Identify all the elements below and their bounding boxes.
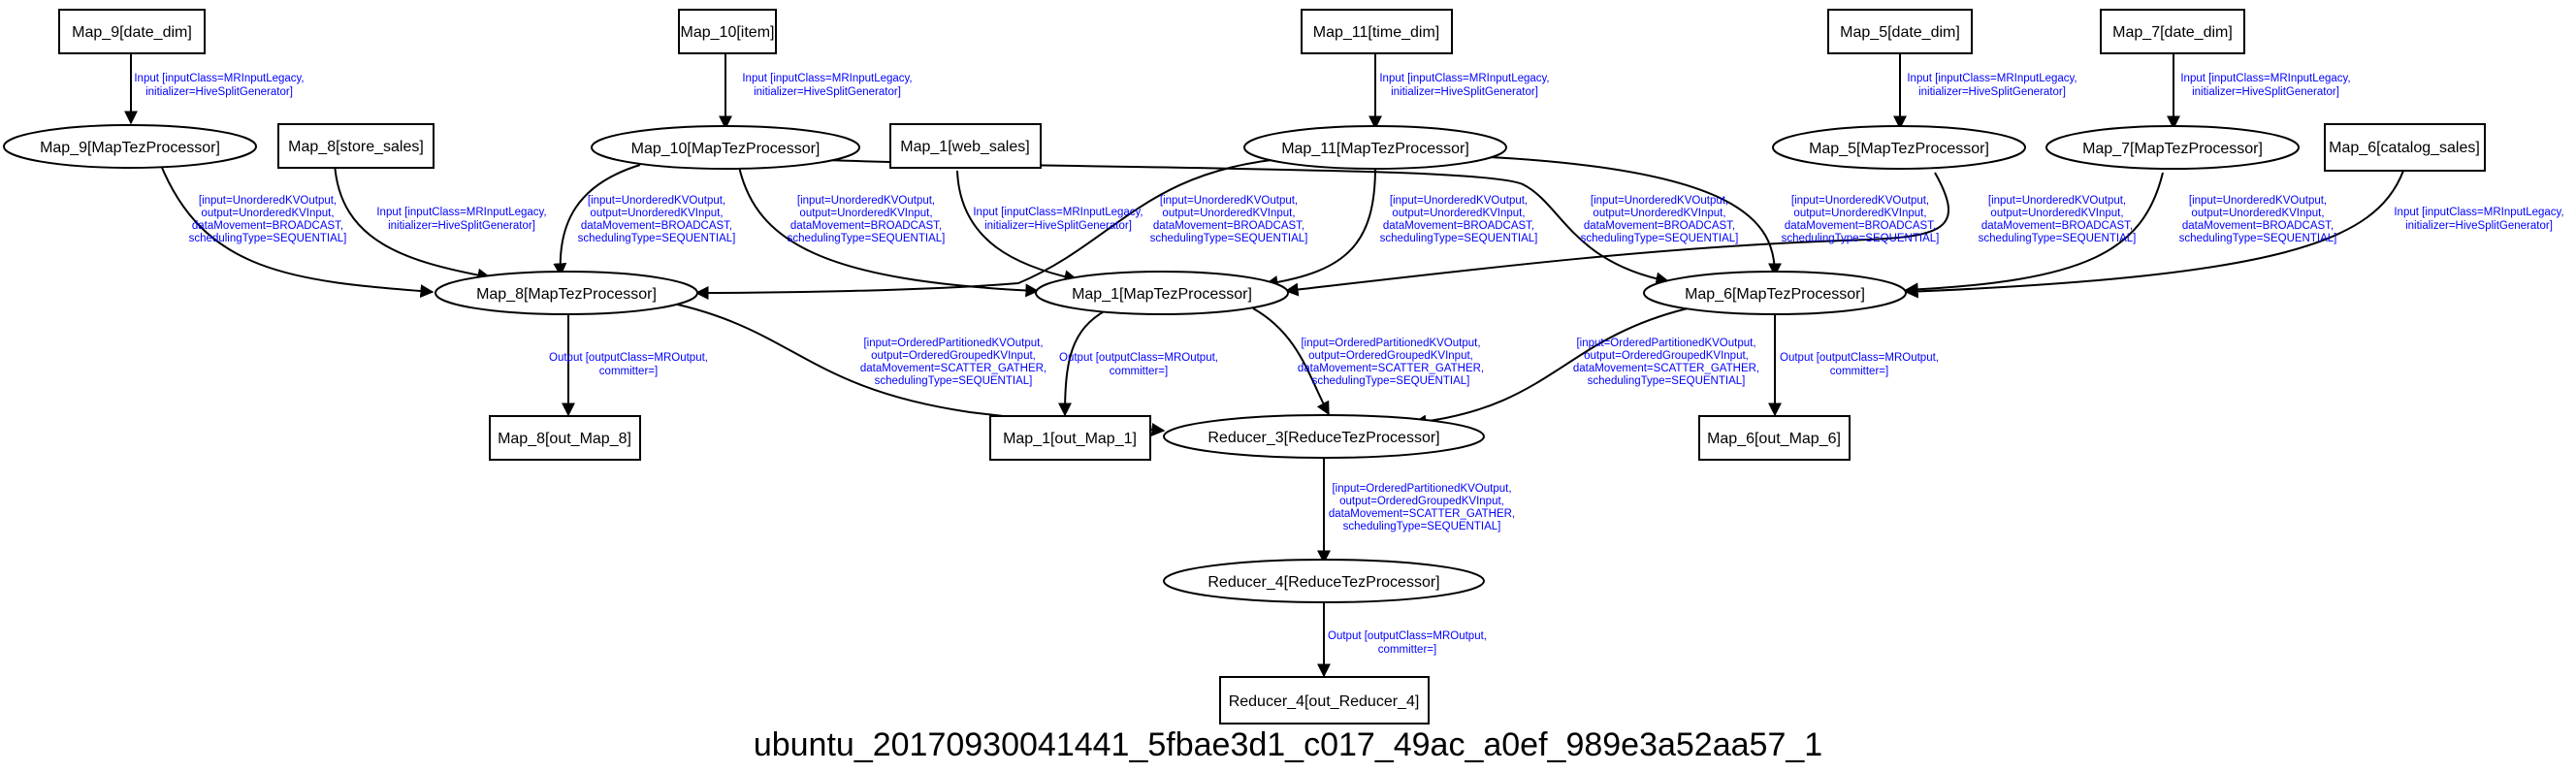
- node-label: Map_1[web_sales]: [900, 139, 1029, 155]
- node-map8-store-sales[interactable]: Map_8[store_sales]: [277, 123, 435, 169]
- edge-label-map10-input: Input [inputClass=MRInputLegacy,initiali…: [742, 73, 912, 98]
- edge-label-map7-to-map6: [input=UnorderedKVOutput,output=Unordere…: [2179, 195, 2337, 244]
- edge-map5-to-map1: [1284, 172, 1950, 297]
- node-reducer3-proc[interactable]: Reducer_3[ReduceTezProcessor]: [1163, 414, 1485, 459]
- node-label: Reducer_4[out_Reducer_4]: [1229, 693, 1420, 710]
- node-label: Map_5[date_dim]: [1840, 24, 1960, 41]
- node-label: Map_8[out_Map_8]: [498, 431, 631, 447]
- edge-label-map10-to-map1: [input=UnorderedKVOutput,output=Unordere…: [788, 195, 946, 244]
- node-map10-item[interactable]: Map_10[item]: [678, 9, 777, 54]
- node-map10-proc[interactable]: Map_10[MapTezProcessor]: [591, 125, 860, 170]
- node-label: Reducer_3[ReduceTezProcessor]: [1208, 430, 1439, 446]
- edge-label-map11-input: Input [inputClass=MRInputLegacy,initiali…: [1379, 73, 1549, 98]
- edge-label-reducer3-to-reducer4: [input=OrderedPartitionedKVOutput,output…: [1329, 483, 1515, 532]
- node-map6-out[interactable]: Map_6[out_Map_6]: [1698, 415, 1851, 461]
- node-label: Map_5[MapTezProcessor]: [1809, 141, 1989, 157]
- edge-map6-to-reducer3: [1412, 307, 1689, 429]
- node-label: Map_8[store_sales]: [288, 139, 424, 155]
- node-map6-proc[interactable]: Map_6[MapTezProcessor]: [1643, 271, 1907, 315]
- edge-label-map9-to-map8: [input=UnorderedKVOutput,output=Unordere…: [189, 195, 347, 244]
- node-map9-date-dim[interactable]: Map_9[date_dim]: [58, 9, 206, 54]
- node-label: Map_6[catalog_sales]: [2329, 140, 2480, 156]
- edge-map10-to-map1: [738, 166, 1040, 298]
- edge-label-map10-to-map6: [input=UnorderedKVOutput,output=Unordere…: [1581, 195, 1739, 244]
- node-label: Map_9[date_dim]: [72, 24, 192, 41]
- nodes: Map_9[date_dim] Map_10[item] Map_11[time…: [3, 9, 2486, 725]
- node-label: Map_1[MapTezProcessor]: [1072, 286, 1252, 303]
- edge-label-map7-input: Input [inputClass=MRInputLegacy,initiali…: [2180, 73, 2350, 98]
- node-label: Map_9[MapTezProcessor]: [40, 140, 220, 156]
- graph-title: ubuntu_20170930041441_5fbae3d1_c017_49ac…: [754, 726, 1822, 763]
- edges: [124, 54, 2404, 678]
- edge-label-map11-to-map8: [input=UnorderedKVOutput,output=Unordere…: [1150, 195, 1308, 244]
- node-label: Map_11[MapTezProcessor]: [1281, 141, 1469, 157]
- edge-map7-to-map6: [1904, 172, 2164, 297]
- edge-map6-catalog-sales-to-map6: [1904, 170, 2404, 299]
- node-map8-out[interactable]: Map_8[out_Map_8]: [489, 415, 641, 461]
- edge-map8-store-sales-to-map8: [334, 162, 492, 282]
- edge-map9-to-map8: [159, 162, 435, 299]
- node-label: Map_10[item]: [681, 24, 775, 41]
- edge-label-map1-output: Output [outputClass=MROutput,committer=]: [1059, 352, 1218, 377]
- edge-label-map6-catalog-sales-input: Input [inputClass=MRInputLegacy,initiali…: [2394, 207, 2563, 232]
- node-label: Map_6[MapTezProcessor]: [1685, 286, 1865, 303]
- edge-label-map8-to-reducer3: [input=OrderedPartitionedKVOutput,output…: [860, 338, 1046, 387]
- edge-label-map1-to-reducer3: [input=OrderedPartitionedKVOutput,output…: [1298, 338, 1484, 387]
- edge-labels: Input [inputClass=MRInputLegacy,initiali…: [134, 73, 2563, 656]
- edge-label-reducer4-output: Output [outputClass=MROutput,committer=]: [1328, 630, 1487, 656]
- node-label: Map_8[MapTezProcessor]: [476, 286, 657, 303]
- edge-map1-to-reducer3: [1252, 307, 1330, 416]
- node-label: Map_11[time_dim]: [1313, 24, 1439, 41]
- edge-label-map11-to-map1: [input=UnorderedKVOutput,output=Unordere…: [1380, 195, 1538, 244]
- edge-label-map10-to-map8: [input=UnorderedKVOutput,output=Unordere…: [578, 195, 736, 244]
- edge-label-map11-to-map6: [input=UnorderedKVOutput,output=Unordere…: [1782, 195, 1940, 244]
- edge-map1-web-sales-to-map1: [956, 170, 1079, 284]
- node-map5-proc[interactable]: Map_5[MapTezProcessor]: [1772, 125, 2026, 170]
- node-label: Map_7[MapTezProcessor]: [2082, 141, 2263, 157]
- edge-label-map6-output: Output [outputClass=MROutput,committer=]: [1780, 352, 1939, 377]
- node-map9-proc[interactable]: Map_9[MapTezProcessor]: [3, 124, 257, 169]
- node-map8-proc[interactable]: Map_8[MapTezProcessor]: [435, 271, 698, 315]
- node-map1-web-sales[interactable]: Map_1[web_sales]: [889, 123, 1042, 169]
- node-reducer4-proc[interactable]: Reducer_4[ReduceTezProcessor]: [1163, 559, 1485, 603]
- node-label: Map_10[MapTezProcessor]: [631, 141, 821, 157]
- edge-map11-to-map6: [1444, 154, 1782, 277]
- node-map11-time-dim[interactable]: Map_11[time_dim]: [1301, 9, 1453, 54]
- node-label: Reducer_4[ReduceTezProcessor]: [1208, 574, 1439, 591]
- node-map5-date-dim[interactable]: Map_5[date_dim]: [1827, 9, 1973, 54]
- node-label: Map_7[date_dim]: [2112, 24, 2233, 41]
- node-reducer4-out[interactable]: Reducer_4[out_Reducer_4]: [1219, 676, 1430, 725]
- edge-label-map5-input: Input [inputClass=MRInputLegacy,initiali…: [1907, 73, 2077, 98]
- edge-map1-to-out: [1058, 309, 1107, 417]
- edge-map11-to-map1: [1264, 166, 1376, 290]
- node-map1-proc[interactable]: Map_1[MapTezProcessor]: [1035, 271, 1289, 315]
- edge-label-map8-store-sales-input: Input [inputClass=MRInputLegacy,initiali…: [376, 207, 546, 232]
- edge-label-map9-input: Input [inputClass=MRInputLegacy,initiali…: [134, 73, 304, 98]
- node-label: Map_1[out_Map_1]: [1003, 431, 1137, 447]
- edge-map10-to-map8: [553, 164, 641, 277]
- edge-label-map8-output: Output [outputClass=MROutput,committer=]: [549, 352, 708, 377]
- node-map1-out[interactable]: Map_1[out_Map_1]: [989, 415, 1151, 461]
- node-label: Map_6[out_Map_6]: [1707, 431, 1841, 447]
- node-map11-proc[interactable]: Map_11[MapTezProcessor]: [1243, 125, 1507, 170]
- edge-label-map5-to-map1: [input=UnorderedKVOutput,output=Unordere…: [1979, 195, 2137, 244]
- edge-map11-to-map8: [694, 157, 1291, 300]
- node-map7-proc[interactable]: Map_7[MapTezProcessor]: [2045, 125, 2300, 170]
- edge-map10-to-map6: [823, 159, 1670, 286]
- edge-label-map1-web-sales-input: Input [inputClass=MRInputLegacy,initiali…: [973, 207, 1143, 232]
- edge-label-map6-to-reducer3: [input=OrderedPartitionedKVOutput,output…: [1573, 338, 1759, 387]
- node-map6-catalog-sales[interactable]: Map_6[catalog_sales]: [2324, 123, 2486, 172]
- node-map7-date-dim[interactable]: Map_7[date_dim]: [2100, 9, 2245, 54]
